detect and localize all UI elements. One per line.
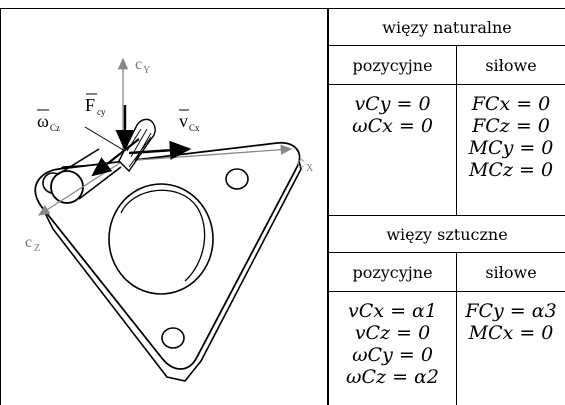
equation: ωCx = 0 xyxy=(352,115,433,137)
constraints-table: więzy naturalne pozycyjne siłowe vCy = 0… xyxy=(328,8,565,405)
equation: FCx = 0 xyxy=(471,93,551,115)
equation: ωCz = α2 xyxy=(346,366,439,388)
velocity-label: v xyxy=(179,111,188,131)
cx-label: c xyxy=(297,154,304,171)
velocity-label-subscript: Cx xyxy=(189,123,200,133)
central-bore-outer xyxy=(108,183,214,295)
equation: FCz = 0 xyxy=(472,115,550,137)
equation: FCy = α3 xyxy=(465,300,557,322)
cy-label-subscript: Y xyxy=(143,65,150,76)
equation: MCz = 0 xyxy=(468,159,554,181)
equation: ωCy = 0 xyxy=(352,344,433,366)
cx-axis xyxy=(122,144,293,162)
equation: vCz = 0 xyxy=(354,322,431,344)
natural-positional-header: pozycyjne xyxy=(328,45,457,85)
force-label-subscript: cy xyxy=(97,107,106,117)
mounting-hole-bottom xyxy=(161,327,185,349)
artificial-constraints-header: więzy sztuczne xyxy=(328,215,565,253)
force-label: F xyxy=(85,95,95,115)
cz-label: c xyxy=(25,234,32,251)
artificial-positional-header: pozycyjne xyxy=(328,252,457,292)
boss-end-face xyxy=(50,170,84,204)
equation: vCy = 0 xyxy=(354,93,431,115)
natural-constraints-header: więzy naturalne xyxy=(328,8,565,46)
omega-label: ω xyxy=(37,111,49,131)
artificial-force-cell: FCy = α3 MCx = 0 xyxy=(456,291,565,405)
equation: vCx = α1 xyxy=(348,300,437,322)
mounting-hole-right xyxy=(225,168,249,190)
boss-cylinder xyxy=(56,148,122,200)
omega-label-subscript: Cz xyxy=(50,123,60,133)
artificial-force-header: siłowe xyxy=(456,252,565,292)
omega-arrow xyxy=(91,138,140,177)
triangular-flange-drawing: c Y c X c Z F cy v Cx ω Cz xyxy=(25,56,314,382)
natural-force-header: siłowe xyxy=(456,45,565,85)
drawing-cell: c Y c X c Z F cy v Cx ω Cz xyxy=(0,8,328,405)
natural-positional-cell: vCy = 0 ωCx = 0 xyxy=(328,84,457,216)
omega-leader xyxy=(84,126,126,152)
cy-label: c xyxy=(135,56,142,73)
equation: MCy = 0 xyxy=(468,137,554,159)
natural-force-cell: FCx = 0 FCz = 0 MCy = 0 MCz = 0 xyxy=(456,84,565,216)
cz-label-subscript: Z xyxy=(34,243,40,254)
velocity-arrow xyxy=(128,140,192,160)
central-bore-inner xyxy=(120,189,206,282)
equation: MCx = 0 xyxy=(468,322,554,344)
cx-label-subscript: X xyxy=(306,163,314,174)
artificial-positional-cell: vCx = α1 vCz = 0 ωCy = 0 ωCz = α2 xyxy=(328,291,457,405)
